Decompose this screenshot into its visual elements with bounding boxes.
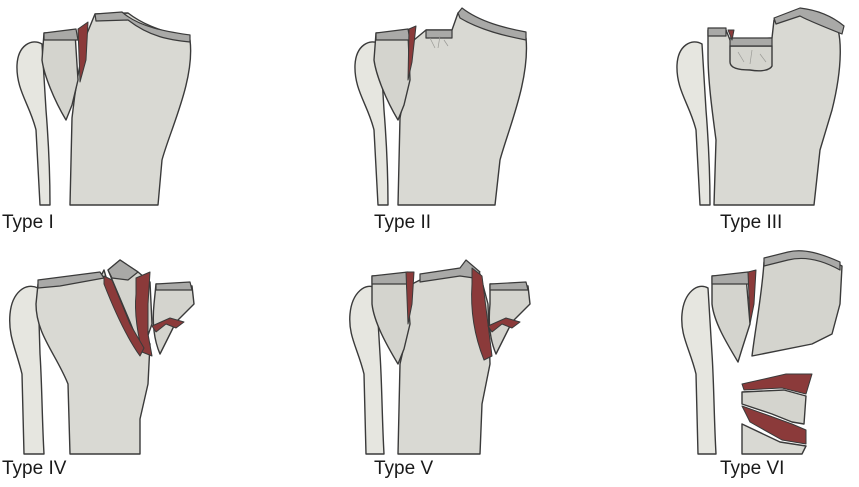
fibula — [677, 42, 710, 205]
fibula — [682, 286, 716, 454]
fragment-cartilage — [712, 272, 750, 284]
proximal-fragment — [752, 254, 842, 356]
panel-label: Type I — [2, 212, 54, 234]
panel-label: Type IV — [2, 458, 66, 480]
panel-type-3: Type III — [672, 0, 859, 243]
fragment-cartilage — [372, 272, 410, 284]
fragment-cartilage — [376, 29, 410, 40]
type-6-illustration — [672, 244, 859, 487]
medial-cartilage — [490, 282, 528, 290]
type-1-illustration — [0, 0, 286, 243]
fracture-gap — [748, 270, 756, 324]
panel-label: Type III — [720, 212, 782, 234]
panel-label: Type II — [374, 212, 431, 234]
tibia-shaft — [708, 12, 840, 206]
panel-type-6: Type VI — [672, 244, 859, 487]
type-3-illustration — [672, 0, 859, 243]
depressed-cartilage — [426, 30, 452, 38]
lateral-fragment — [712, 276, 750, 362]
rim-cartilage — [708, 28, 726, 36]
panel-label: Type V — [374, 458, 433, 480]
type-4-illustration — [0, 244, 286, 487]
panel-type-4: Type IV — [0, 244, 286, 487]
tibia-shaft — [70, 13, 191, 205]
panel-label: Type VI — [720, 458, 784, 480]
detached-cartilage — [156, 282, 192, 290]
type-2-illustration — [340, 0, 626, 243]
panel-type-5: Type V — [340, 244, 626, 487]
panel-type-1: Type I — [0, 0, 286, 243]
depressed-cartilage — [730, 38, 772, 46]
fragment-cartilage — [44, 29, 78, 40]
tibia-shaft — [398, 13, 526, 205]
type-5-illustration — [340, 244, 626, 487]
panel-type-2: Type II — [340, 0, 626, 243]
